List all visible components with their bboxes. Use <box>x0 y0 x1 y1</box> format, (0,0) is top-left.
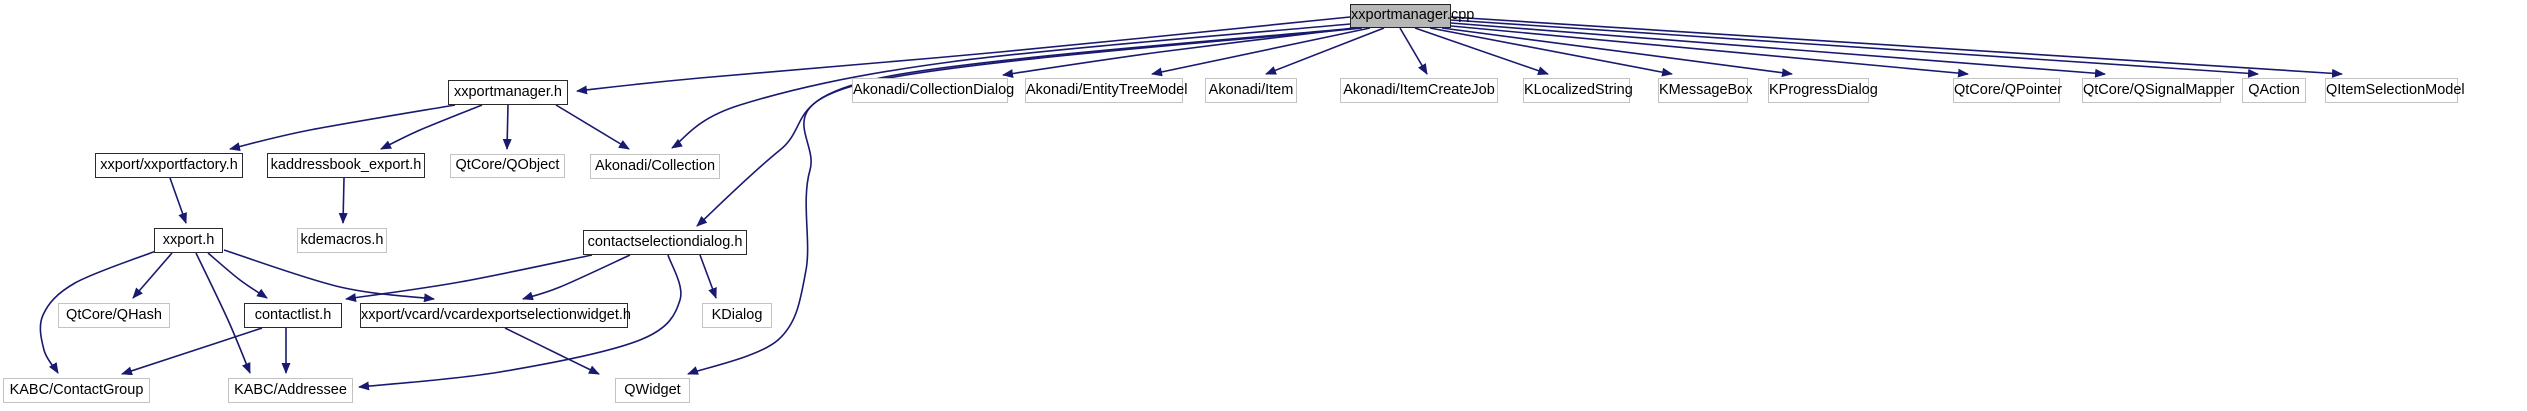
node-kdialog: KDialog <box>702 303 772 328</box>
node-qtcore-qhash: QtCore/QHash <box>58 303 170 328</box>
node-qtcore-qobject: QtCore/QObject <box>450 154 565 178</box>
node-kmessagebox: KMessageBox <box>1658 78 1753 103</box>
node-kdemacros-h: kdemacros.h <box>297 228 387 253</box>
node-xxport-xxportfactory-h[interactable]: xxport/xxportfactory.h <box>95 153 243 178</box>
edge-contactselectiondialog-h-to-kdialog <box>699 254 717 299</box>
node-akonadi-entitytreemodel: Akonadi/EntityTreeModel <box>1025 78 1187 103</box>
node-qtcore-qpointer: QtCore/QPointer <box>1953 78 2062 103</box>
node-qtcore-qsignalmapper: QtCore/QSignalMapper <box>2082 78 2235 103</box>
edge-contactlist-h-to-kabc-contactgroup <box>121 327 263 376</box>
edge-xxportmanager-h-to-qtcore-qobject <box>502 104 512 150</box>
edge-xxport-xxportfactory-h-to-xxport-h <box>169 177 187 224</box>
edge-xxportmanager-cpp-to-akonadi-collection <box>671 23 1351 149</box>
edge-xxportmanager-cpp-to-akonadi-itemcreatejob <box>1399 27 1428 75</box>
edge-xxportmanager-cpp-to-kprogressdialog <box>1441 27 1793 78</box>
edge-xxportmanager-cpp-to-kmessagebox <box>1429 27 1673 77</box>
edge-contactselectiondialog-h-to-kabc-addressee <box>358 254 682 391</box>
edge-xxportmanager-h-to-xxport-xxportfactory-h <box>229 104 456 152</box>
edge-xxportmanager-cpp-to-qtcore-qsignalmapper <box>1450 22 2106 78</box>
edge-xxportmanager-cpp-to-qwidget <box>687 27 1363 375</box>
node-kprogressdialog: KProgressDialog <box>1768 78 1878 103</box>
edge-contactselectiondialog-h-to-vcardexportselectionwidget-h <box>522 254 631 301</box>
node-xxport-h[interactable]: xxport.h <box>154 228 223 253</box>
edge-xxport-h-to-kabc-addressee <box>195 252 251 374</box>
node-xxportmanager-h[interactable]: xxportmanager.h <box>448 80 568 105</box>
edge-xxportmanager-h-to-kaddressbook-export-h <box>380 104 483 150</box>
node-kaddressbook-export-h[interactable]: kaddressbook_export.h <box>267 153 425 178</box>
node-akonadi-item: Akonadi/Item <box>1205 78 1297 103</box>
edge-xxportmanager-cpp-to-akonadi-collectiondialog <box>1002 27 1356 79</box>
edge-contactselectiondialog-h-to-contactlist-h <box>345 254 593 302</box>
node-akonadi-itemcreatejob: Akonadi/ItemCreateJob <box>1340 78 1498 103</box>
edge-xxport-h-to-contactlist-h <box>207 252 268 299</box>
node-kabc-contactgroup: KABC/ContactGroup <box>3 378 150 403</box>
node-qitemselectionmodel: QItemSelectionModel <box>2325 78 2465 103</box>
edge-xxportmanager-h-to-akonadi-collection <box>555 104 630 150</box>
edge-xxportmanager-cpp-to-qtcore-qpointer <box>1450 25 1969 78</box>
edge-kaddressbook-export-h-to-kdemacros-h <box>338 177 348 224</box>
node-klocalizedstring: KLocalizedString <box>1523 78 1633 103</box>
edge-xxportmanager-cpp-to-xxportmanager-h <box>576 16 1351 95</box>
edge-xxportmanager-cpp-to-contactselectiondialog-h <box>696 27 1356 227</box>
node-akonadi-collection: Akonadi/Collection <box>590 154 720 179</box>
edge-xxportmanager-cpp-to-akonadi-entitytreemodel <box>1151 27 1371 77</box>
edge-xxportmanager-cpp-to-akonadi-item <box>1265 27 1385 75</box>
node-kabc-addressee: KABC/Addressee <box>228 378 353 403</box>
edge-xxport-h-to-qtcore-qhash <box>132 252 173 299</box>
edge-xxport-h-to-vcardexportselectionwidget-h <box>223 249 435 303</box>
node-qwidget: QWidget <box>615 378 690 403</box>
edge-xxportmanager-cpp-to-qaction <box>1450 19 2259 78</box>
node-contactselectiondialog-h[interactable]: contactselectiondialog.h <box>583 230 747 255</box>
node-contactlist-h[interactable]: contactlist.h <box>244 303 342 328</box>
edge-vcardexportselectionwidget-h-to-qwidget <box>504 327 600 375</box>
node-vcardexportselectionwidget-h[interactable]: xxport/vcard/vcardexportselectionwidget.… <box>360 303 631 328</box>
edge-xxport-h-to-kabc-contactgroup <box>39 250 157 374</box>
edge-xxportmanager-cpp-to-qitemselectionmodel <box>1450 16 2343 78</box>
node-qaction: QAction <box>2242 78 2306 103</box>
node-xxportmanager-cpp: xxportmanager.cpp <box>1350 4 1474 28</box>
edge-xxportmanager-cpp-to-klocalizedstring <box>1414 27 1549 75</box>
node-akonadi-collectiondialog: Akonadi/CollectionDialog <box>852 78 1014 103</box>
